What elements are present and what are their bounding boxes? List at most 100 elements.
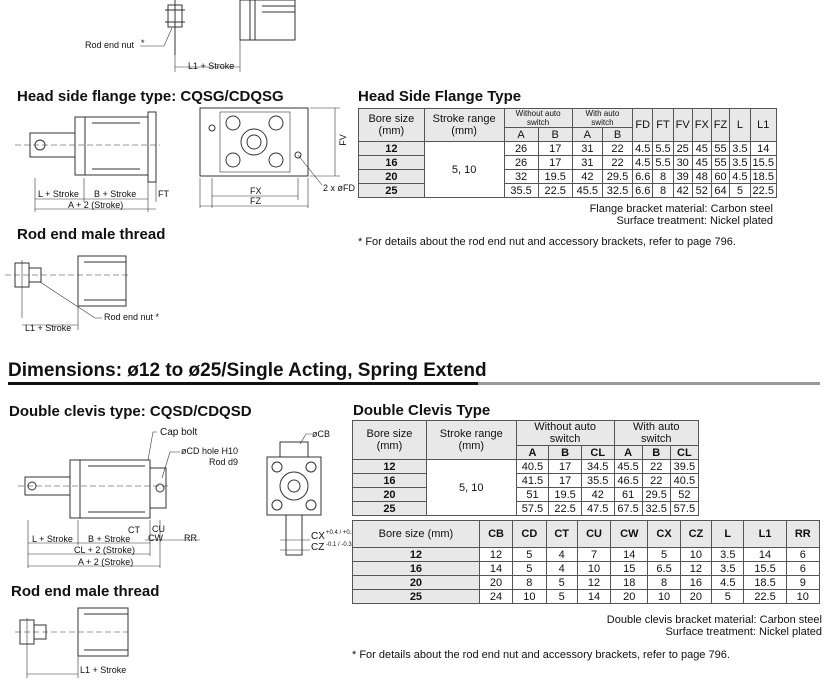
value-cell: 52 bbox=[669, 487, 700, 502]
value-cell: 34.5 bbox=[580, 459, 615, 474]
value-cell: 45 bbox=[691, 155, 712, 170]
clevis2-col-cd: CD bbox=[512, 520, 547, 548]
value-cell: 14 bbox=[743, 547, 787, 562]
value-cell: 5.5 bbox=[652, 155, 674, 170]
value-cell: 20 bbox=[679, 589, 713, 604]
value-cell: 4 bbox=[545, 547, 578, 562]
clevis-col-with-auto-switch: With auto switch bbox=[613, 420, 700, 446]
value-cell: 64 bbox=[710, 183, 731, 198]
value-cell: 45.5 bbox=[613, 459, 643, 474]
col-fz: FZ bbox=[710, 108, 731, 142]
clevis2-col-cx: CX bbox=[647, 520, 681, 548]
clevis-dim-b-stroke: B + Stroke bbox=[88, 534, 131, 544]
value-cell: 22.5 bbox=[749, 183, 778, 198]
value-cell: 41.5 bbox=[515, 473, 550, 488]
value-cell: 3.5 bbox=[729, 155, 751, 170]
top-rod-end-sketch bbox=[140, 0, 296, 72]
value-cell: 39.5 bbox=[669, 459, 700, 474]
col-ft: FT bbox=[652, 108, 674, 142]
flange-surface-note: Surface treatment: Nickel plated bbox=[616, 215, 773, 227]
col-bore-size: Bore size (mm) bbox=[358, 108, 425, 142]
clevis2-col-cu: CU bbox=[576, 520, 612, 548]
value-cell: 39 bbox=[672, 169, 693, 184]
value-cell: 32.5 bbox=[641, 501, 671, 516]
bore-size-cell: 16 bbox=[358, 155, 425, 170]
value-cell: 35.5 bbox=[580, 473, 615, 488]
dim-a2-stroke: A + 2 (Stroke) bbox=[68, 200, 124, 210]
clevis-footnote: * For details about the rod end nut and … bbox=[352, 649, 730, 661]
value-cell: 51 bbox=[515, 487, 550, 502]
value-cell: 57.5 bbox=[669, 501, 700, 516]
dimensions-heading: Dimensions: ø12 to ø25/Single Acting, Sp… bbox=[8, 360, 487, 381]
bore-size-cell: 20 bbox=[352, 487, 427, 502]
value-cell: 29.5 bbox=[601, 169, 634, 184]
value-cell: 12 bbox=[478, 547, 514, 562]
value-cell: 10 bbox=[576, 561, 612, 576]
value-cell: 3.5 bbox=[711, 561, 745, 576]
value-cell: 14 bbox=[610, 547, 649, 562]
value-cell: 18.5 bbox=[749, 169, 778, 184]
value-cell: 14 bbox=[478, 561, 514, 576]
value-cell: 9 bbox=[785, 575, 821, 590]
value-cell: 3.5 bbox=[711, 547, 745, 562]
value-cell: 5 bbox=[647, 547, 681, 562]
value-cell: 22 bbox=[601, 141, 634, 156]
value-cell: 18 bbox=[610, 575, 649, 590]
clevis-col-cl-with: CL bbox=[669, 445, 700, 460]
clevis-col-a-without: A bbox=[515, 445, 550, 460]
col-with-auto-switch: With auto switch bbox=[571, 108, 634, 128]
value-cell: 22 bbox=[641, 459, 671, 474]
flange-rod-end-title: Rod end male thread bbox=[17, 226, 166, 243]
value-cell: 57.5 bbox=[515, 501, 550, 516]
bore-size-cell: 20 bbox=[352, 575, 480, 590]
clevis2-col-l: L bbox=[711, 520, 745, 548]
dim-cz: CZ bbox=[311, 542, 325, 553]
dim-cz-tol: -0.1 / -0.3 bbox=[326, 542, 352, 548]
dim-ct: CT bbox=[128, 525, 140, 535]
value-cell: 5 bbox=[512, 547, 547, 562]
rod-end-nut-label: Rod end nut bbox=[85, 40, 135, 50]
value-cell: 10 bbox=[512, 589, 547, 604]
value-cell: 17 bbox=[537, 141, 573, 156]
flange-section-title: Head side flange type: CQSG/CDQSG bbox=[17, 88, 284, 105]
clevis2-col-rr: RR bbox=[785, 520, 821, 548]
clevis2-col-cb: CB bbox=[478, 520, 514, 548]
clevis-rod-end-sketch bbox=[15, 607, 129, 678]
dim-l-stroke: L + Stroke bbox=[38, 189, 79, 199]
value-cell: 15.5 bbox=[743, 561, 787, 576]
value-cell: 12 bbox=[576, 575, 612, 590]
bore-size-cell: 25 bbox=[352, 589, 480, 604]
clevis-rod-end-title: Rod end male thread bbox=[11, 583, 160, 600]
value-cell: 15.5 bbox=[749, 155, 778, 170]
dim-cu: CU bbox=[152, 524, 165, 534]
dim-cw: CW bbox=[148, 533, 163, 543]
clevis2-col-cz: CZ bbox=[679, 520, 713, 548]
clevis-col-without-auto-switch: Without auto switch bbox=[515, 420, 615, 446]
value-cell: 5 bbox=[711, 589, 745, 604]
flange-rod-end-nut-label: Rod end nut * bbox=[104, 312, 160, 322]
value-cell: 32 bbox=[503, 169, 539, 184]
clevis-side-view bbox=[18, 431, 322, 568]
value-cell: 61 bbox=[613, 487, 643, 502]
value-cell: 19.5 bbox=[537, 169, 573, 184]
clevis-surface-note: Surface treatment: Nickel plated bbox=[665, 626, 822, 638]
value-cell: 20 bbox=[478, 575, 514, 590]
value-cell: 17 bbox=[548, 473, 582, 488]
value-cell: 5.5 bbox=[652, 141, 674, 156]
value-cell: 42 bbox=[571, 169, 603, 184]
rod-end-nut-asterisk: * bbox=[141, 38, 145, 48]
value-cell: 30 bbox=[672, 155, 693, 170]
value-cell: 19.5 bbox=[548, 487, 582, 502]
value-cell: 10 bbox=[785, 589, 821, 604]
value-cell: 17 bbox=[548, 459, 582, 474]
